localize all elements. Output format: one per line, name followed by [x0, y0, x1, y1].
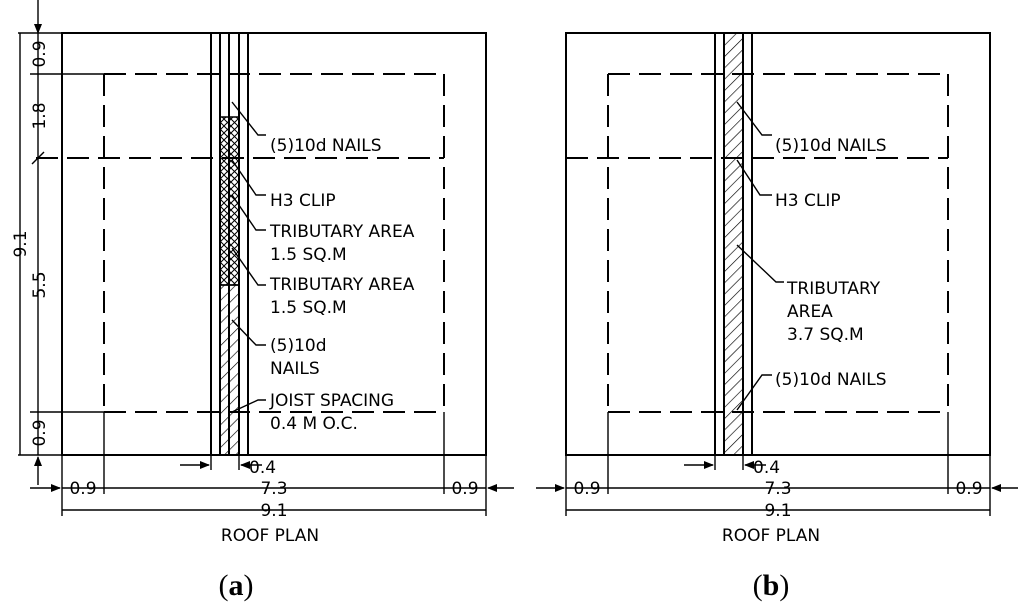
- leader-nails-top: [736, 101, 772, 136]
- roof-outline: [565, 32, 991, 456]
- dim-h-2: 0.9: [955, 479, 982, 499]
- label-trib-line1: TRIBUTARY: [786, 279, 881, 299]
- dim-v-total: 9.1: [11, 230, 31, 257]
- horizontal-dimensions: [30, 412, 514, 516]
- horizontal-dimensions: [536, 412, 1018, 516]
- tributary-area-hatch: [219, 284, 240, 456]
- vertical-dimensions: [18, 0, 104, 485]
- dim-v-0: 0.9: [30, 40, 50, 67]
- leader-trib: [736, 244, 784, 283]
- panel-title: ROOF PLAN: [722, 526, 820, 546]
- label-trib1-line1: TRIBUTARY AREA: [269, 222, 415, 242]
- label-nails-bot-line2: NAILS: [270, 359, 320, 379]
- label-trib-line3: 3.7 SQ.M: [787, 325, 864, 345]
- panel-b: (5)10d NAILS H3 CLIP TRIBUTARY AREA 3.7 …: [536, 32, 1018, 602]
- label-nails-bot-line1: (5)10d: [270, 336, 327, 356]
- label-nails-top: (5)10d NAILS: [270, 136, 382, 156]
- leader-trib2: [231, 247, 266, 286]
- label-trib1-line2: 1.5 SQ.M: [270, 245, 347, 265]
- leader-trib1: [231, 194, 266, 231]
- dim-v-2: 5.5: [30, 271, 50, 298]
- leader-nails-bot: [736, 374, 772, 411]
- dim-h-1: 7.3: [260, 479, 287, 499]
- tributary-area-hatch: [723, 32, 744, 456]
- leader-nails-top: [231, 101, 266, 136]
- panel-caption: (b): [753, 569, 790, 602]
- label-clip: H3 CLIP: [270, 191, 336, 211]
- dim-v-1: 1.8: [30, 102, 50, 129]
- leader-nails-bot: [231, 319, 266, 346]
- dim-h-total: 9.1: [764, 501, 791, 521]
- dim-h-2: 0.9: [451, 479, 478, 499]
- roof-outline: [61, 32, 487, 456]
- dim-v-3: 0.9: [30, 419, 50, 446]
- label-trib2-line1: TRIBUTARY AREA: [269, 275, 415, 295]
- label-nails-top: (5)10d NAILS: [775, 136, 887, 156]
- label-trib-line2: AREA: [787, 302, 833, 322]
- label-clip: H3 CLIP: [775, 191, 841, 211]
- label-nails-bot: (5)10d NAILS: [775, 370, 887, 390]
- dim-joist-width: 0.4: [753, 458, 780, 478]
- dim-h-total: 9.1: [260, 501, 287, 521]
- dim-h-0: 0.9: [573, 479, 600, 499]
- leader-clip: [736, 159, 772, 196]
- panel-title: ROOF PLAN: [221, 526, 319, 546]
- dim-h-1: 7.3: [764, 479, 791, 499]
- label-trib2-line2: 1.5 SQ.M: [270, 298, 347, 318]
- leader-clip: [231, 159, 266, 196]
- panel-caption: (a): [219, 569, 254, 602]
- dim-joist-width: 0.4: [249, 458, 276, 478]
- leader-joist: [231, 399, 266, 413]
- dim-h-0: 0.9: [69, 479, 96, 499]
- panel-a: (5)10d NAILS H3 CLIP TRIBUTARY AREA 1.5 …: [11, 0, 514, 602]
- label-joist-line1: JOIST SPACING: [269, 391, 394, 411]
- label-joist-line2: 0.4 M O.C.: [270, 414, 358, 434]
